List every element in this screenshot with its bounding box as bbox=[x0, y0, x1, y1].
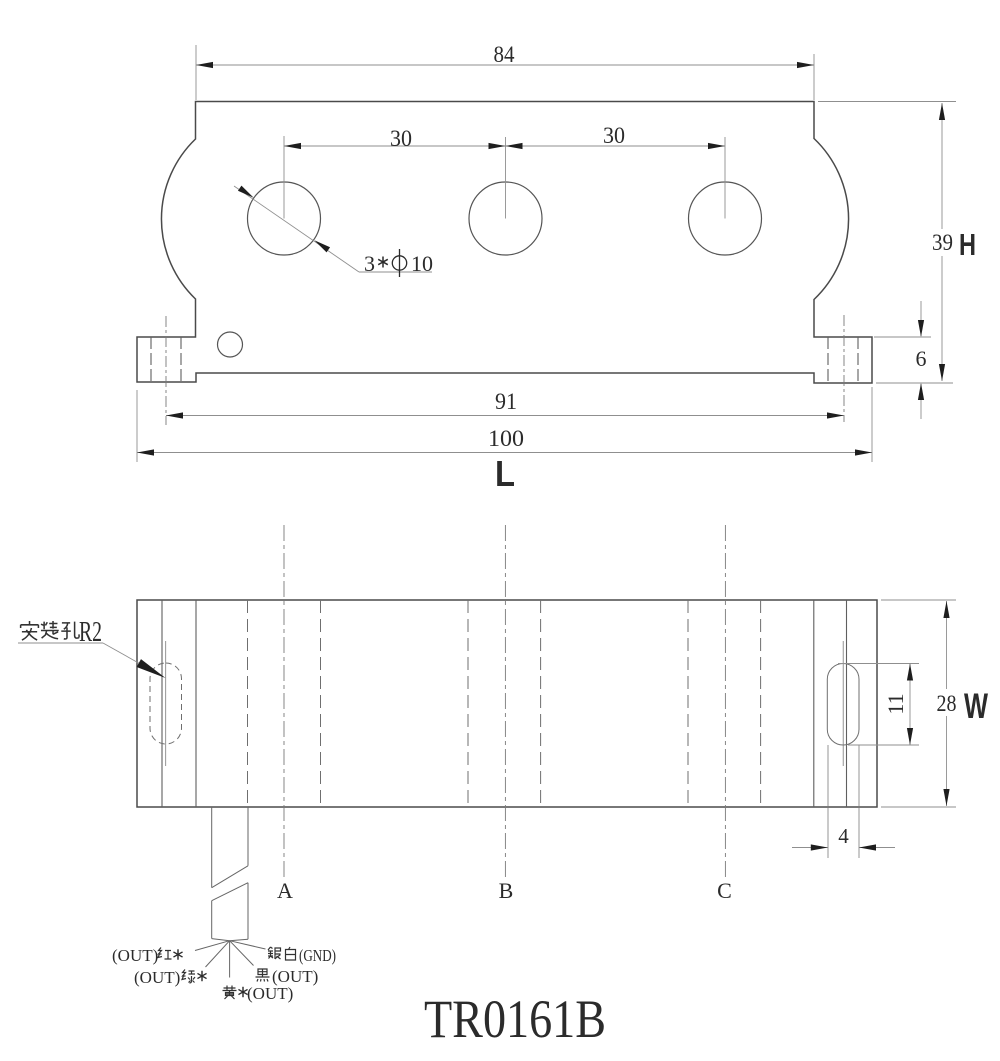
svg-text:30: 30 bbox=[603, 123, 625, 148]
svg-text:3: 3 bbox=[364, 251, 375, 276]
svg-text:H: H bbox=[959, 227, 976, 262]
svg-text:(GND): (GND) bbox=[299, 946, 336, 965]
svg-text:(OUT): (OUT) bbox=[112, 946, 158, 965]
svg-text:100: 100 bbox=[488, 426, 524, 451]
svg-text:30: 30 bbox=[390, 126, 412, 151]
svg-text:84: 84 bbox=[494, 42, 515, 67]
svg-text:6: 6 bbox=[916, 346, 927, 371]
svg-text:(OUT): (OUT) bbox=[134, 968, 180, 987]
svg-text:39: 39 bbox=[932, 230, 953, 255]
svg-text:(OUT): (OUT) bbox=[272, 967, 318, 986]
svg-text:A: A bbox=[277, 878, 293, 903]
svg-text:C: C bbox=[717, 878, 732, 903]
svg-text:28: 28 bbox=[937, 691, 957, 716]
svg-text:(OUT): (OUT) bbox=[247, 984, 293, 1003]
svg-text:R2: R2 bbox=[79, 617, 102, 648]
svg-text:91: 91 bbox=[495, 389, 517, 414]
svg-text:W: W bbox=[964, 687, 988, 726]
svg-text:10: 10 bbox=[411, 251, 433, 276]
svg-text:4: 4 bbox=[838, 824, 849, 848]
svg-text:TR0161B: TR0161B bbox=[424, 989, 606, 1049]
svg-text:11: 11 bbox=[883, 693, 908, 714]
svg-text:B: B bbox=[499, 878, 514, 903]
svg-text:L: L bbox=[495, 453, 515, 494]
